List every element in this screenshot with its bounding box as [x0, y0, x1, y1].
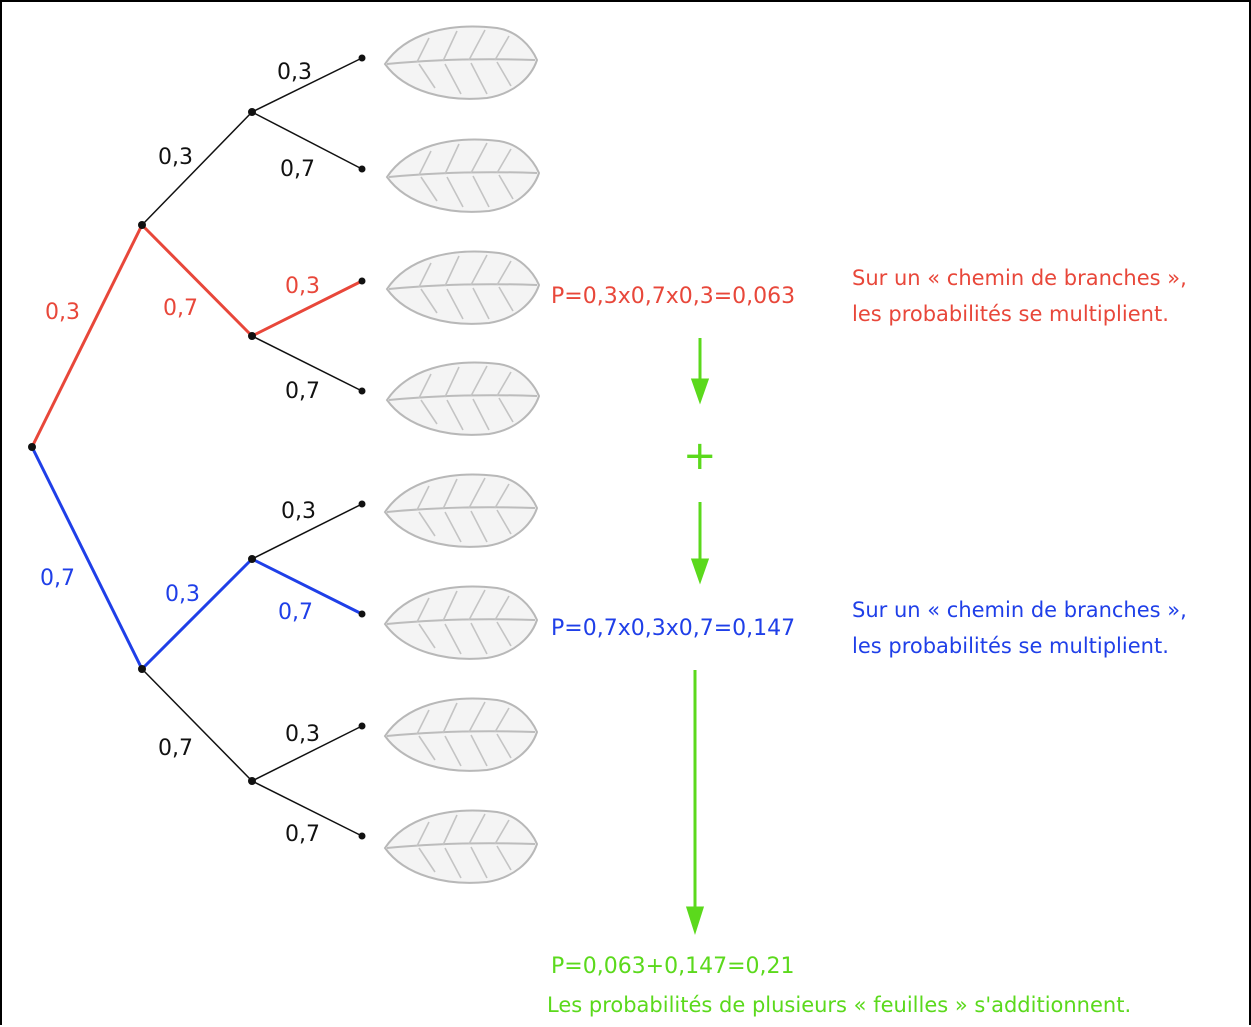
prob-label-l3-7: 0,3: [285, 722, 320, 747]
leaf-icon: [384, 585, 538, 660]
branch-leaf-7: [251, 725, 363, 782]
leaf-icon: [384, 473, 538, 548]
red-path-note-line2: les probabilités se multiplient.: [852, 302, 1169, 326]
branch-b-bottom: [141, 668, 253, 782]
prob-label-l3-4: 0,7: [285, 379, 320, 404]
blue-path-formula: P=0,7x0,3x0,7=0,147: [551, 616, 796, 641]
prob-label-l1-top: 0,3: [45, 300, 80, 325]
prob-label-l2-a-bottom: 0,7: [163, 296, 198, 321]
prob-label-l3-6: 0,7: [278, 600, 313, 625]
node-bb: [248, 777, 256, 785]
prob-label-l3-1: 0,3: [277, 60, 312, 85]
node-a: [138, 221, 146, 229]
branch-a-bottom: [140, 223, 254, 338]
branch-leaf-4: [251, 335, 363, 392]
node-leaf-7: [358, 722, 366, 730]
node-root: [28, 443, 36, 451]
sum-formula: P=0,063+0,147=0,21: [551, 954, 795, 979]
leaf-icon: [386, 361, 540, 436]
prob-label-l2-b-bottom: 0,7: [158, 736, 193, 761]
node-leaf-2: [358, 165, 366, 173]
node-ba: [248, 555, 256, 563]
leaf-icon: [384, 25, 538, 100]
sum-note: Les probabilités de plusieurs « feuilles…: [547, 993, 1132, 1017]
prob-label-l3-3: 0,3: [285, 274, 320, 299]
blue-path-note-line1: Sur un « chemin de branches »,: [852, 598, 1187, 622]
leaf-icon: [386, 138, 540, 213]
node-aa: [248, 108, 256, 116]
node-leaf-6: [358, 610, 366, 618]
prob-label-l1-bottom: 0,7: [40, 566, 75, 591]
prob-label-l3-8: 0,7: [285, 822, 320, 847]
node-leaf-1: [358, 54, 366, 62]
branch-leaf-2: [251, 111, 363, 170]
red-path-note-line1: Sur un « chemin de branches »,: [852, 266, 1187, 290]
node-leaf-5: [358, 500, 366, 508]
prob-label-l3-2: 0,7: [280, 157, 315, 182]
branch-leaf-3: [251, 279, 363, 338]
node-leaf-3: [358, 277, 366, 285]
prob-label-l2-b-top: 0,3: [165, 582, 200, 607]
blue-path-note-line2: les probabilités se multiplient.: [852, 634, 1169, 658]
arrowhead: [690, 378, 710, 405]
branch-leaf-6: [251, 557, 363, 616]
leaf-icon: [384, 697, 538, 772]
node-leaf-4: [358, 387, 366, 395]
leaf-icon: [386, 250, 540, 325]
arrowhead: [690, 558, 710, 585]
prob-label-l2-a-top: 0,3: [158, 145, 193, 170]
plus-sign: +: [683, 433, 717, 479]
leaf-icon: [384, 809, 538, 884]
node-leaf-8: [358, 832, 366, 840]
branch-leaf-5: [251, 503, 363, 560]
node-ab: [248, 332, 256, 340]
arrowhead: [685, 906, 705, 935]
node-b: [138, 665, 146, 673]
prob-label-l3-5: 0,3: [281, 499, 316, 524]
red-path-formula: P=0,3x0,7x0,3=0,063: [551, 284, 796, 309]
branch-leaf-1: [251, 57, 363, 113]
branch-root-bottom: [30, 446, 144, 670]
branch-a-top: [141, 111, 253, 226]
branch-b-top: [140, 557, 254, 671]
branch-leaf-8: [251, 780, 363, 837]
branch-root-top: [30, 224, 144, 448]
